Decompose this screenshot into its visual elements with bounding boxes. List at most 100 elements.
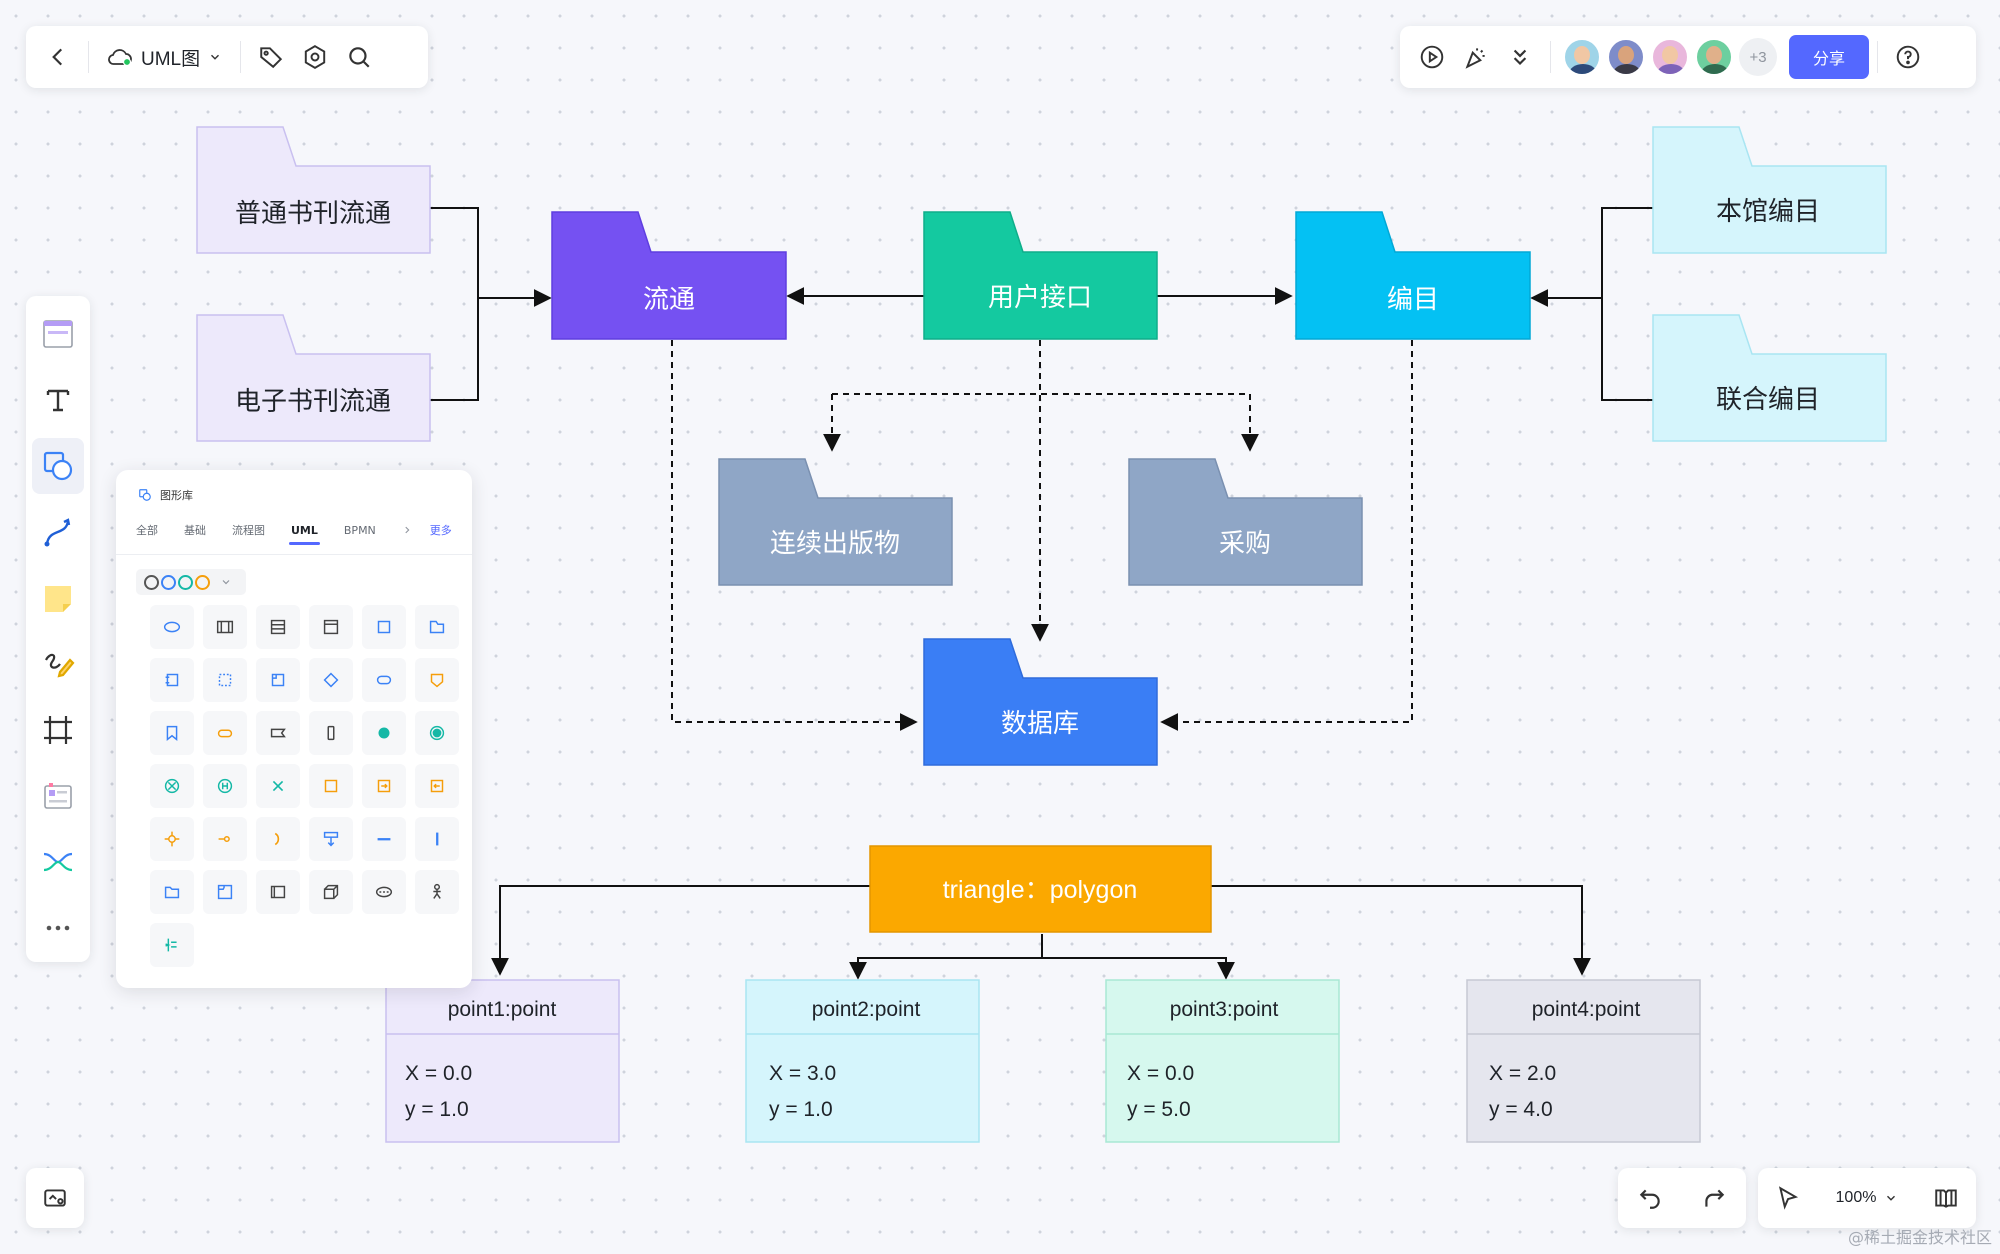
shape-active-class[interactable]	[256, 870, 300, 914]
package-label: 电子书刊流通	[235, 387, 391, 417]
shape-decision[interactable]	[309, 658, 353, 702]
shape-history[interactable]	[203, 764, 247, 808]
avatar[interactable]	[1563, 38, 1601, 76]
avatar[interactable]	[1695, 38, 1733, 76]
frame-tool[interactable]	[32, 702, 84, 758]
object-triangle[interactable]: triangle：polygon	[869, 845, 1212, 933]
package-serial[interactable]: 连续出版物	[718, 458, 953, 586]
shape-component[interactable]	[150, 658, 194, 702]
shape-interface[interactable]	[309, 605, 353, 649]
package-e-circ[interactable]: 电子书刊流通	[196, 314, 431, 442]
shape-package[interactable]	[415, 605, 459, 649]
shape-lifeline[interactable]	[309, 711, 353, 755]
zoom-dropdown[interactable]: 100%	[1836, 1189, 1899, 1207]
shape-collaboration[interactable]	[362, 870, 406, 914]
collapse-button[interactable]	[1498, 35, 1542, 79]
shape-actor[interactable]	[415, 870, 459, 914]
pen-tool[interactable]	[32, 636, 84, 692]
package-circ[interactable]: 流通	[551, 211, 787, 340]
file-title-dropdown[interactable]: UML图	[97, 44, 232, 71]
shape-frame[interactable]	[203, 870, 247, 914]
shape-horizontal-bar[interactable]	[362, 817, 406, 861]
object-title: point4:point	[1532, 998, 1641, 1021]
shape-usecase[interactable]	[150, 605, 194, 649]
shape-tool[interactable]	[32, 438, 84, 494]
shape-state[interactable]	[362, 658, 406, 702]
zoom-level: 100%	[1835, 1189, 1877, 1206]
shape-folder[interactable]	[150, 870, 194, 914]
tab-bpmn[interactable]: BPMN	[343, 523, 376, 537]
shape-fork[interactable]	[309, 817, 353, 861]
tab-more[interactable]: 更多	[429, 524, 452, 537]
tag-button[interactable]	[249, 35, 293, 79]
component-tool[interactable]	[32, 768, 84, 824]
reading-mode-button[interactable]	[1924, 1176, 1968, 1220]
shape-required-interface[interactable]	[256, 817, 300, 861]
shape-entry-point[interactable]	[362, 764, 406, 808]
share-button[interactable]: 分享	[1789, 35, 1869, 79]
mindmap-tool[interactable]	[32, 834, 84, 890]
shape-note[interactable]	[256, 658, 300, 702]
shape-initial-node[interactable]	[362, 711, 406, 755]
present-button[interactable]	[1410, 35, 1454, 79]
avatar[interactable]	[1607, 38, 1645, 76]
redo-button[interactable]	[1692, 1176, 1736, 1220]
celebrate-button[interactable]	[1454, 35, 1498, 79]
package-union-cat[interactable]: 联合编目	[1652, 314, 1887, 442]
shape-final-node[interactable]	[415, 711, 459, 755]
package-ui[interactable]: 用户接口	[923, 211, 1158, 340]
shape-socket[interactable]	[203, 817, 247, 861]
shape-terminate[interactable]	[256, 764, 300, 808]
package-purchase[interactable]: 采购	[1128, 458, 1363, 586]
object-point4[interactable]: point4:point X = 2.0 y = 4.0	[1466, 979, 1701, 1143]
chevron-right-icon[interactable]	[402, 524, 412, 536]
object-point3[interactable]: point3:point X = 0.0 y = 5.0	[1105, 979, 1340, 1143]
template-tool[interactable]	[32, 306, 84, 362]
connector-tool[interactable]	[32, 504, 84, 560]
shape-object[interactable]	[362, 605, 406, 649]
package-db[interactable]: 数据库	[923, 638, 1158, 766]
package-local-cat[interactable]: 本馆编目	[1652, 126, 1887, 254]
tab-basic[interactable]: 基础	[184, 524, 206, 537]
object-point1[interactable]: point1:point X = 0.0 y = 1.0	[385, 979, 620, 1143]
more-tools-button[interactable]	[32, 900, 84, 956]
shape-action[interactable]	[203, 711, 247, 755]
undo-button[interactable]	[1628, 1176, 1672, 1220]
shape-send-signal[interactable]	[415, 658, 459, 702]
tab-uml[interactable]: UML	[289, 523, 320, 545]
shape-receive-signal[interactable]	[256, 711, 300, 755]
package-catalog[interactable]: 编目	[1295, 211, 1531, 340]
settings-button[interactable]	[293, 35, 337, 79]
package-pt-circ[interactable]: 普通书刊流通	[196, 126, 431, 254]
help-button[interactable]	[1886, 35, 1930, 79]
search-button[interactable]	[337, 35, 381, 79]
shape-bookmark[interactable]	[150, 711, 194, 755]
shape-boundary[interactable]	[203, 658, 247, 702]
avatar[interactable]	[1651, 38, 1689, 76]
shape-flow-final[interactable]	[150, 764, 194, 808]
select-tool-button[interactable]	[1766, 1176, 1810, 1220]
folder-icon	[164, 886, 180, 899]
shape-provided-interface[interactable]	[150, 817, 194, 861]
shape-class-simple[interactable]	[203, 605, 247, 649]
shape-node[interactable]	[309, 870, 353, 914]
shape-library-panel: 图形库 全部 基础 流程图 UML BPMN 更多	[116, 470, 472, 988]
tab-flowchart[interactable]: 流程图	[232, 524, 265, 537]
tab-all[interactable]: 全部	[136, 524, 158, 537]
more-collaborators-count[interactable]: +3	[1739, 38, 1777, 76]
back-button[interactable]	[36, 35, 80, 79]
collaborator-avatars[interactable]: +3	[1563, 38, 1777, 76]
shape-orange-square[interactable]	[309, 764, 353, 808]
attr-y: y = 1.0	[405, 1098, 469, 1121]
minimap-button[interactable]	[33, 1176, 77, 1220]
shape-class[interactable]	[256, 605, 300, 649]
square-arrow-out-icon	[430, 779, 444, 793]
color-filter-dropdown[interactable]	[136, 569, 246, 595]
text-tool[interactable]	[32, 372, 84, 428]
shape-vertical-bar[interactable]	[415, 817, 459, 861]
shape-exit-point[interactable]	[415, 764, 459, 808]
sticky-note-tool[interactable]	[32, 570, 84, 626]
shape-sequence-fragment[interactable]	[150, 923, 194, 967]
object-point2[interactable]: point2:point X = 3.0 y = 1.0	[745, 979, 980, 1143]
help-circle-icon	[1896, 45, 1920, 69]
